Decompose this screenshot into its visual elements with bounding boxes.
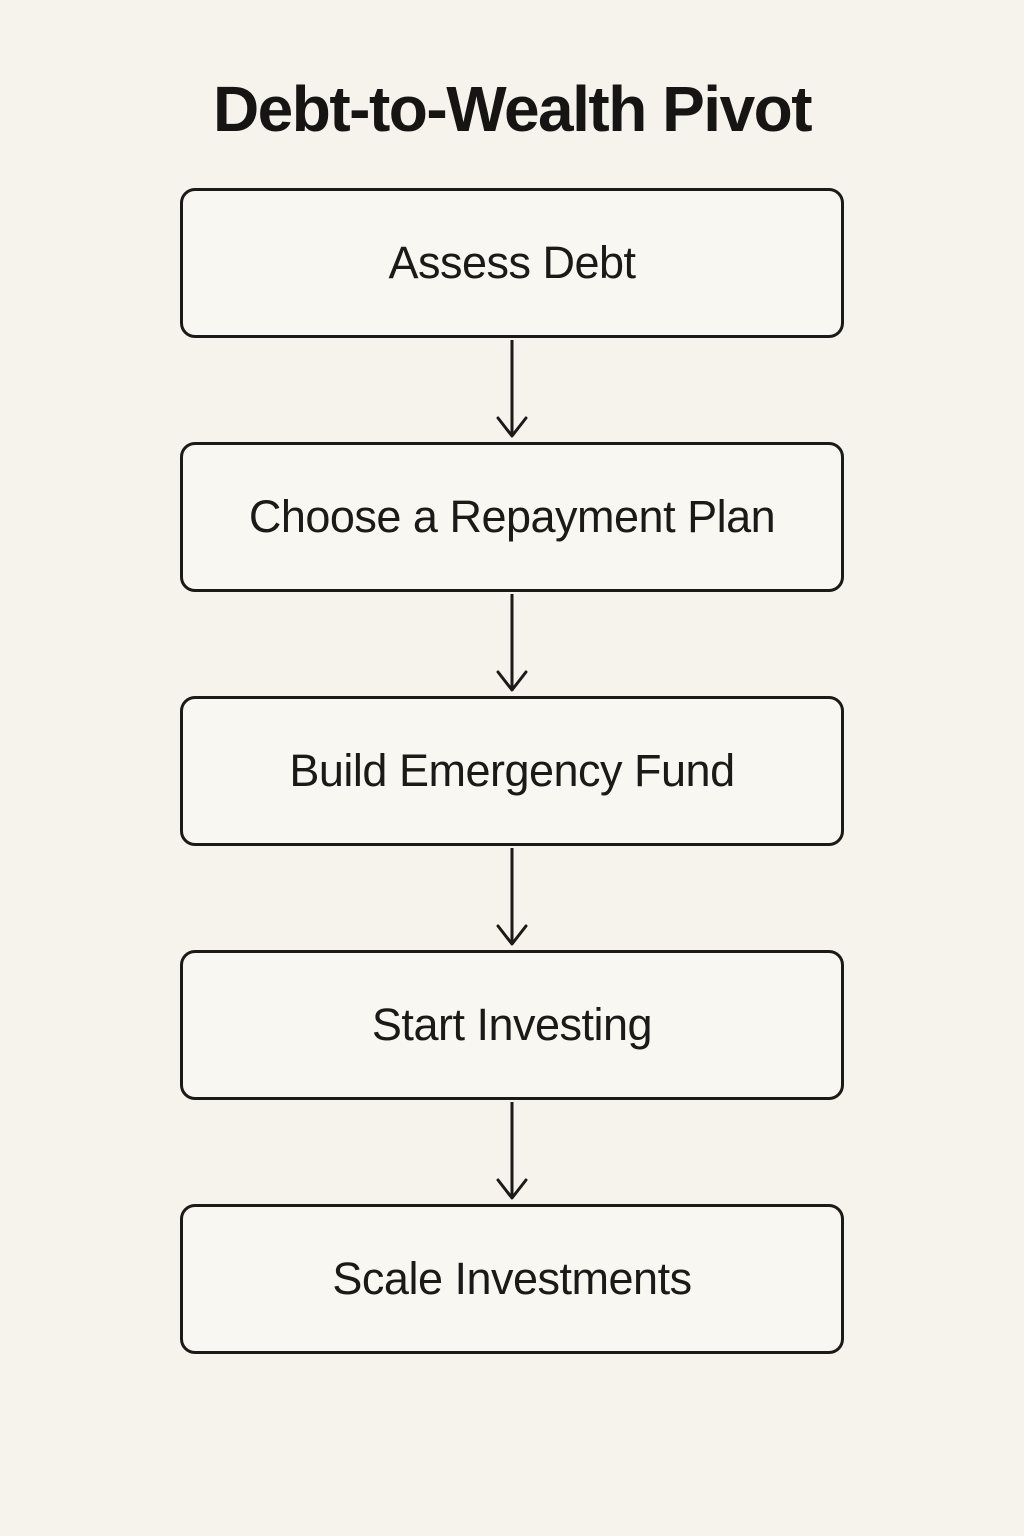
down-arrow-icon [490, 1100, 534, 1204]
flow-node-label: Assess Debt [388, 237, 636, 288]
flow-node-label: Scale Investments [332, 1253, 692, 1304]
flowchart: Assess Debt Choose a Repayment Plan Buil… [180, 188, 844, 1354]
down-arrow-icon [490, 846, 534, 950]
down-arrow-icon [490, 592, 534, 696]
flow-node-choose-repayment-plan: Choose a Repayment Plan [180, 442, 844, 592]
page-title: Debt-to-Wealth Pivot [212, 73, 813, 145]
flow-node-label: Start Investing [371, 999, 653, 1050]
flow-node-label: Build Emergency Fund [289, 745, 735, 796]
flow-node-label: Choose a Repayment Plan [248, 491, 776, 542]
flow-node-assess-debt: Assess Debt [180, 188, 844, 338]
flow-node-scale-investments: Scale Investments [180, 1204, 844, 1354]
down-arrow-icon [490, 338, 534, 442]
flow-node-build-emergency-fund: Build Emergency Fund [180, 696, 844, 846]
flow-node-start-investing: Start Investing [180, 950, 844, 1100]
